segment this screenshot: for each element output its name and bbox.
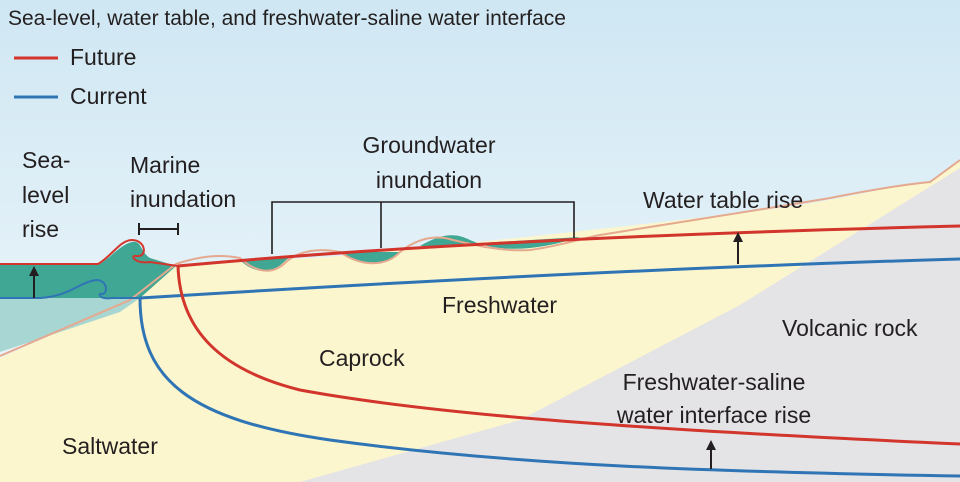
interface-rise-label-line2: water interface rise <box>616 402 811 428</box>
future-interface <box>176 265 960 446</box>
sea-level-rise-arrow <box>29 266 39 298</box>
legend: Future Current <box>14 44 147 109</box>
marine-inundation-bracket <box>138 223 179 235</box>
saltwater-label: Saltwater <box>62 433 158 459</box>
caprock-label: Caprock <box>319 345 405 371</box>
ground-surface-line <box>0 159 960 357</box>
sea-level-rise-label-line2: level <box>22 182 69 208</box>
future-water-table <box>177 224 960 268</box>
water-table-rise-arrow <box>733 232 743 264</box>
marine-inundation-label-line2: inundation <box>130 186 236 212</box>
diagram-title: Sea-level, water table, and freshwater-s… <box>8 7 566 30</box>
current-interface <box>138 297 960 478</box>
sea-level-rise-label-line1: Sea- <box>22 147 71 173</box>
marine-inundation-label-line1: Marine <box>130 152 200 178</box>
water-table-rise-label: Water table rise <box>643 187 803 213</box>
current-water-table <box>139 257 960 300</box>
sea-level-rise-label-line3: rise <box>22 216 59 242</box>
future-wave <box>0 238 179 267</box>
sea-future <box>0 241 176 298</box>
groundwater-inundation-bracket <box>271 201 575 254</box>
legend-current-label: Current <box>70 83 147 109</box>
volcanic-rock-label: Volcanic rock <box>782 315 918 341</box>
groundwater-inundation-label-line2: inundation <box>376 167 482 193</box>
volcanic-rock-layer <box>300 168 960 482</box>
legend-future-label: Future <box>70 44 136 70</box>
groundwater-inundation-label-line1: Groundwater <box>363 132 496 158</box>
freshwater-label: Freshwater <box>442 292 557 318</box>
interface-rise-label-line1: Freshwater-saline <box>623 369 806 395</box>
interface-rise-arrow <box>706 440 716 469</box>
groundwater-pool-2 <box>340 252 400 263</box>
current-wave <box>0 278 140 300</box>
